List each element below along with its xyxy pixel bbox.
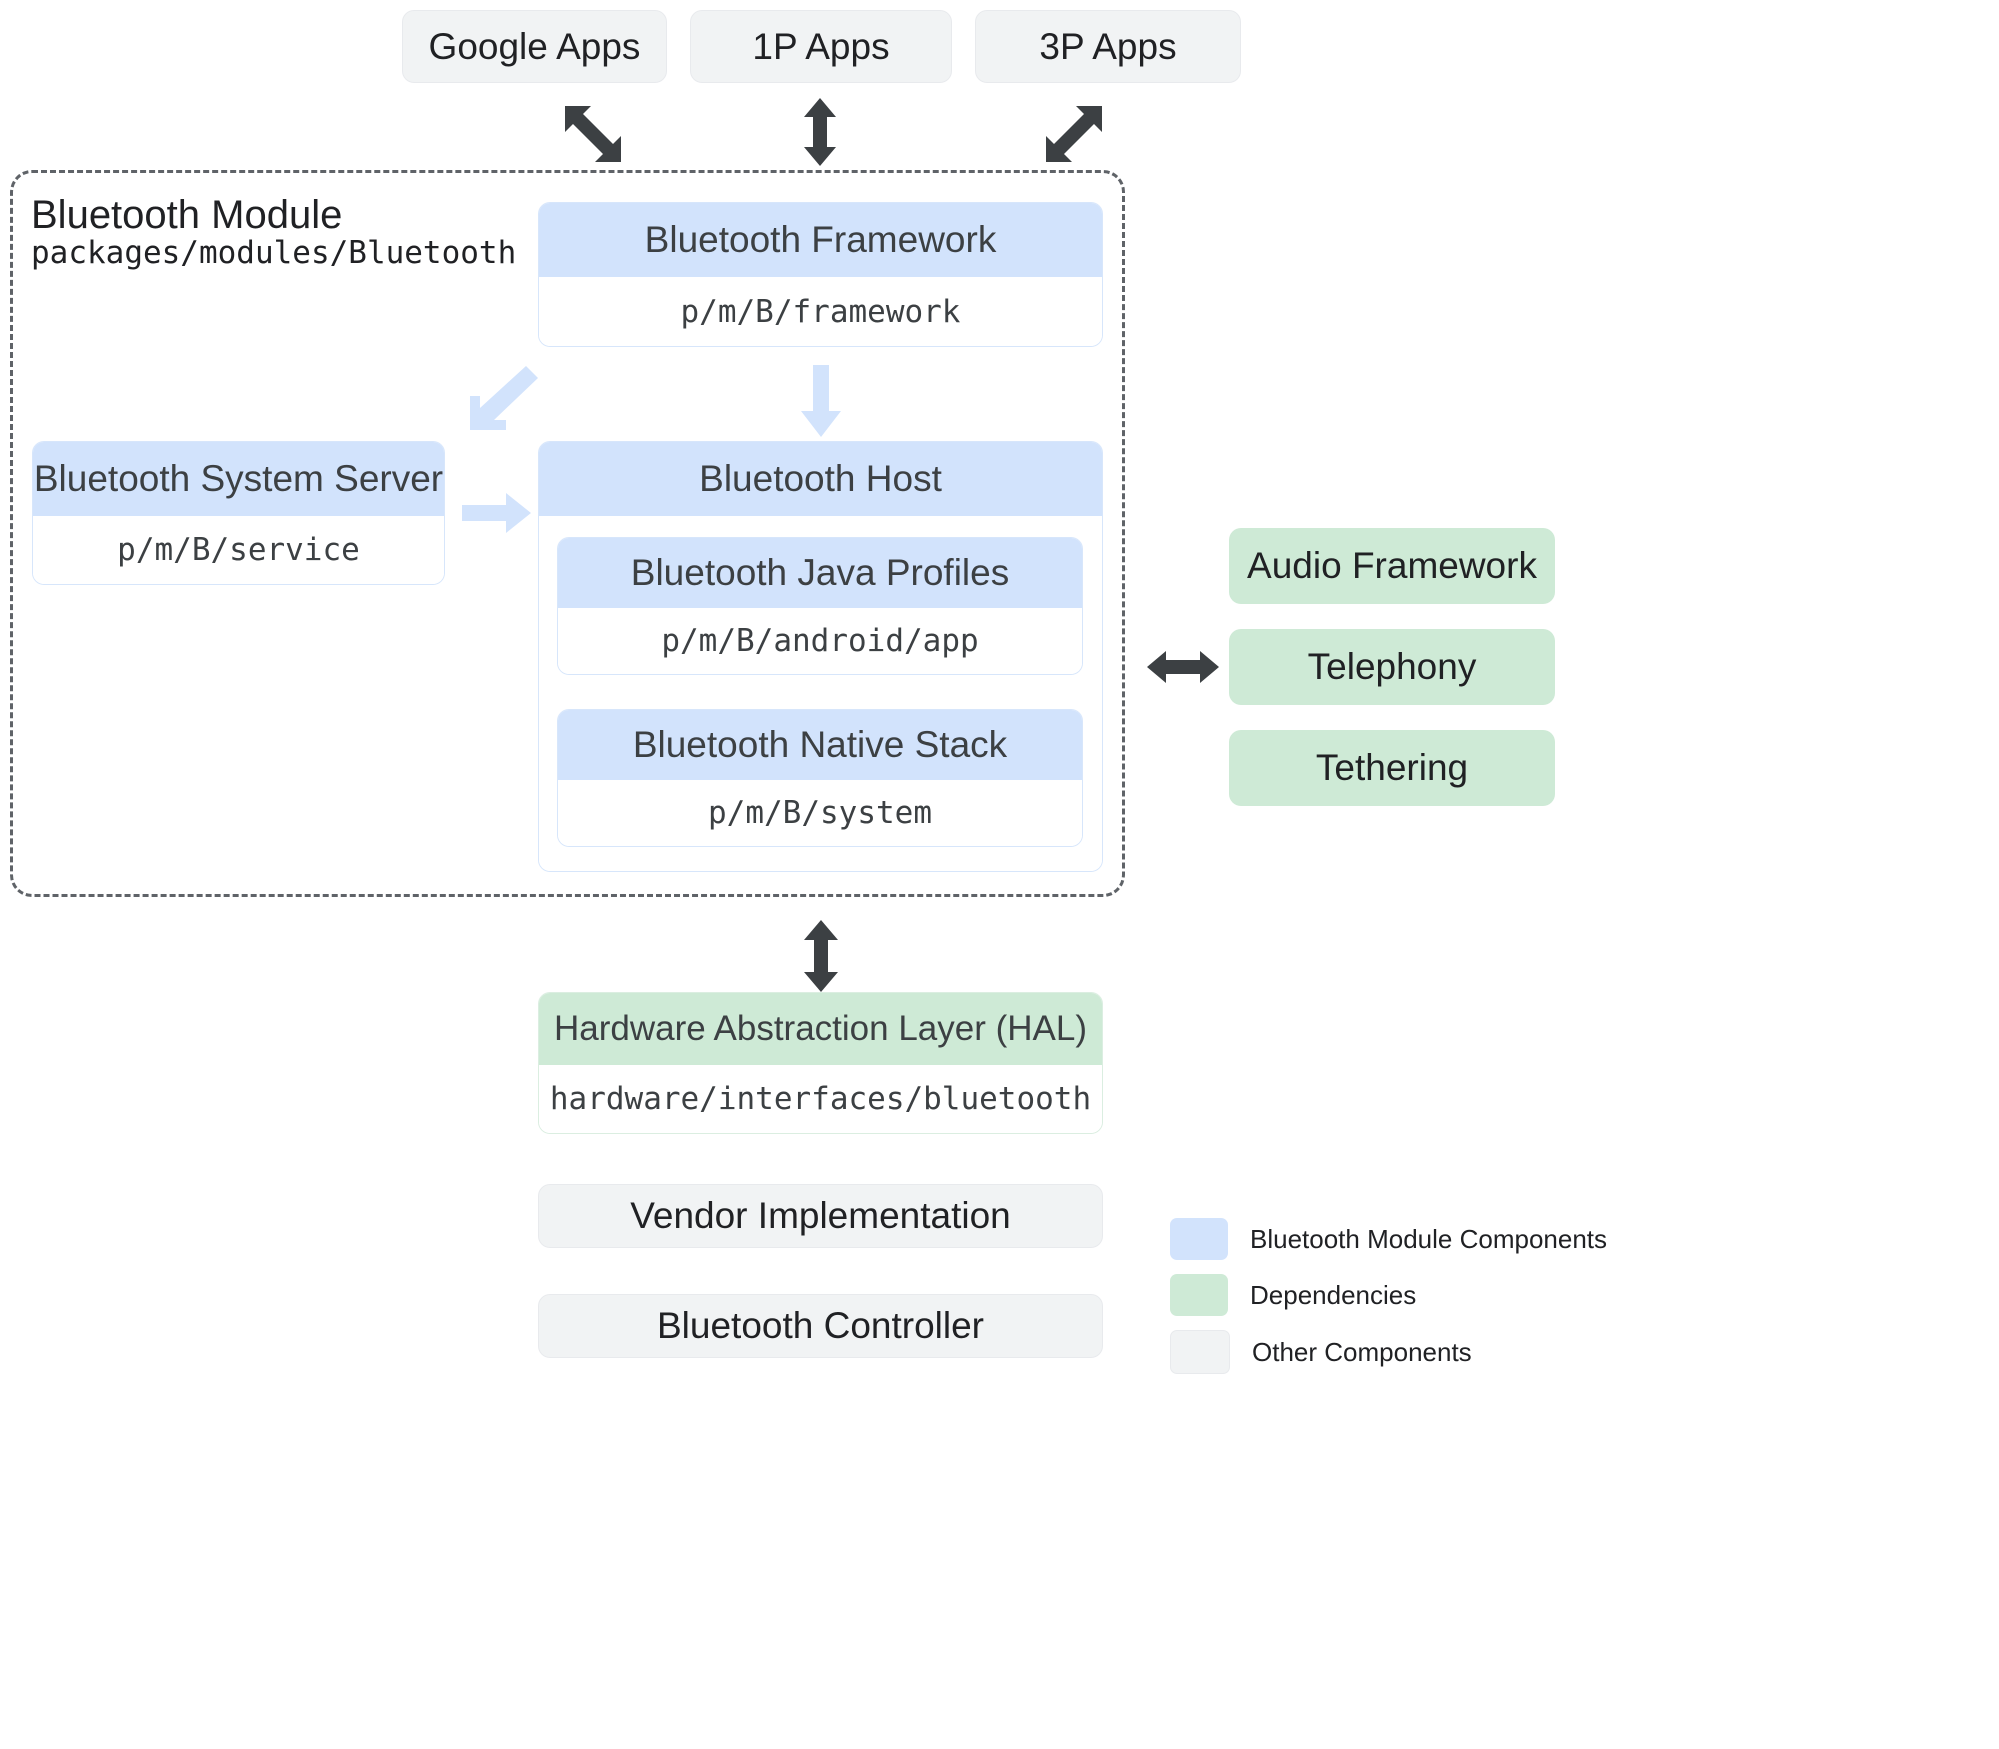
card-hardware-abstraction-layer[interactable]: Hardware Abstraction Layer (HAL) hardwar…	[538, 992, 1103, 1134]
bluetooth-module-container	[10, 170, 1125, 897]
box-bluetooth-controller[interactable]: Bluetooth Controller	[538, 1294, 1103, 1358]
app-box-3p-apps[interactable]: 3P Apps	[975, 10, 1241, 83]
legend: Bluetooth Module Components Dependencies…	[1170, 1218, 1607, 1388]
card-bluetooth-java-profiles[interactable]: Bluetooth Java Profiles p/m/B/android/ap…	[557, 537, 1083, 675]
dependency-chip-telephony-label: Telephony	[1307, 646, 1477, 687]
card-bluetooth-native-stack-title: Bluetooth Native Stack	[558, 710, 1082, 780]
card-bluetooth-system-server[interactable]: Bluetooth System Server p/m/B/service	[32, 441, 445, 585]
card-bluetooth-java-profiles-path: p/m/B/android/app	[558, 608, 1082, 674]
legend-swatch-module-components	[1170, 1218, 1228, 1260]
card-bluetooth-native-stack[interactable]: Bluetooth Native Stack p/m/B/system	[557, 709, 1083, 847]
legend-label-module-components: Bluetooth Module Components	[1250, 1223, 1608, 1254]
module-title: Bluetooth Module	[31, 193, 343, 237]
card-bluetooth-system-server-title: Bluetooth System Server	[33, 442, 444, 516]
legend-row-dependencies: Dependencies	[1170, 1274, 1607, 1316]
app-box-1p-apps-label: 1P Apps	[752, 25, 890, 67]
arrow-framework-to-system-server	[470, 366, 538, 430]
arrow-module-to-dependencies	[1147, 651, 1219, 683]
card-bluetooth-framework-title: Bluetooth Framework	[539, 203, 1102, 277]
arrow-framework-to-host	[801, 365, 841, 437]
card-bluetooth-java-profiles-title: Bluetooth Java Profiles	[558, 538, 1082, 608]
arrow-module-to-hal	[804, 920, 838, 992]
app-box-1p-apps[interactable]: 1P Apps	[690, 10, 952, 83]
card-bluetooth-framework-path: p/m/B/framework	[539, 277, 1102, 346]
module-path: packages/modules/Bluetooth	[31, 235, 517, 271]
legend-swatch-other-components	[1170, 1330, 1230, 1374]
card-hardware-abstraction-layer-title: Hardware Abstraction Layer (HAL)	[539, 993, 1102, 1065]
legend-row-other-components: Other Components	[1170, 1330, 1607, 1374]
legend-label-other-components: Other Components	[1252, 1336, 1472, 1367]
card-bluetooth-framework[interactable]: Bluetooth Framework p/m/B/framework	[538, 202, 1103, 347]
arrow-google-apps-to-module	[565, 106, 621, 162]
arrow-3p-apps-to-module	[1046, 106, 1102, 162]
app-box-3p-apps-label: 3P Apps	[1039, 25, 1177, 67]
app-box-google-apps[interactable]: Google Apps	[402, 10, 667, 83]
card-bluetooth-host-title: Bluetooth Host	[539, 442, 1102, 516]
box-vendor-implementation-label: Vendor Implementation	[630, 1195, 1011, 1236]
card-bluetooth-native-stack-path: p/m/B/system	[558, 780, 1082, 846]
app-box-google-apps-label: Google Apps	[428, 25, 641, 67]
dependency-chip-audio-framework-label: Audio Framework	[1247, 545, 1537, 586]
legend-label-dependencies: Dependencies	[1250, 1279, 1417, 1310]
card-hardware-abstraction-layer-path: hardware/interfaces/bluetooth	[539, 1065, 1102, 1133]
dependency-chip-telephony[interactable]: Telephony	[1229, 629, 1555, 705]
legend-swatch-dependencies	[1170, 1274, 1228, 1316]
dependency-chip-audio-framework[interactable]: Audio Framework	[1229, 528, 1555, 604]
card-bluetooth-system-server-path: p/m/B/service	[33, 516, 444, 584]
dependency-chip-tethering-label: Tethering	[1315, 747, 1469, 788]
box-vendor-implementation[interactable]: Vendor Implementation	[538, 1184, 1103, 1248]
arrow-1p-apps-to-module	[804, 98, 836, 166]
legend-row-module-components: Bluetooth Module Components	[1170, 1218, 1607, 1260]
box-bluetooth-controller-label: Bluetooth Controller	[656, 1305, 985, 1346]
arrow-system-server-to-host	[462, 493, 531, 533]
dependency-chip-tethering[interactable]: Tethering	[1229, 730, 1555, 806]
